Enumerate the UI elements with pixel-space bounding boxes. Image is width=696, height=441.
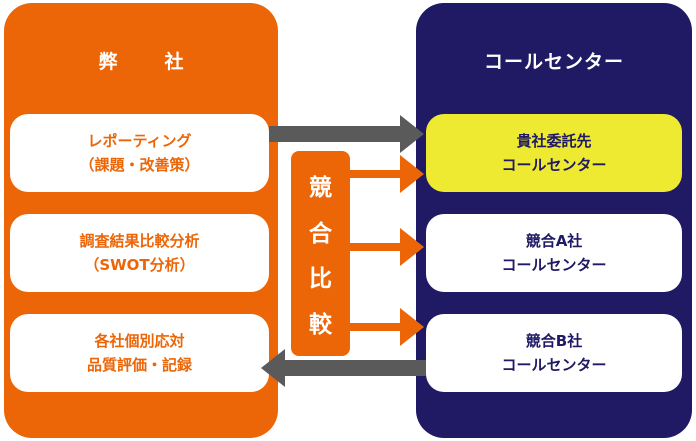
comparison-char-2: 合 bbox=[309, 220, 332, 247]
compare-to-competitor-a-arrow bbox=[350, 228, 424, 266]
analysis-label: 調査結果比較分析 bbox=[79, 232, 200, 250]
reporting-box: レポーティング （課題・改善策） bbox=[10, 114, 269, 192]
evaluation-label: 各社個別応対 bbox=[94, 332, 185, 350]
analysis-sublabel: （SWOT分析） bbox=[84, 256, 195, 274]
analysis-box: 調査結果比較分析 （SWOT分析） bbox=[10, 214, 269, 292]
compare-to-client-arrow bbox=[350, 155, 424, 193]
client-call-center-sublabel: コールセンター bbox=[501, 156, 607, 174]
call-center-title: コールセンター bbox=[483, 51, 624, 73]
reporting-sublabel: （課題・改善策） bbox=[79, 156, 200, 174]
competitor-b-to-evaluation-arrow bbox=[261, 349, 426, 387]
competitor-a-box: 競合A社 コールセンター bbox=[426, 214, 682, 292]
own-company-title: 弊 社 bbox=[98, 51, 198, 73]
evaluation-box: 各社個別応対 品質評価・記録 bbox=[10, 314, 269, 392]
evaluation-sublabel: 品質評価・記録 bbox=[86, 356, 192, 374]
reporting-to-client-arrow bbox=[269, 115, 424, 153]
reporting-label: レポーティング bbox=[87, 132, 192, 150]
competitor-b-label: 競合B社 bbox=[525, 332, 583, 350]
client-call-center-box: 貴社委託先 コールセンター bbox=[426, 114, 682, 192]
client-call-center-label: 貴社委託先 bbox=[516, 132, 592, 150]
comparison-char-3: 比 bbox=[309, 266, 332, 293]
compare-to-competitor-b-arrow bbox=[350, 308, 424, 346]
comparison-bar: 競 合 比 較 bbox=[291, 151, 350, 356]
competitor-b-box: 競合B社 コールセンター bbox=[426, 314, 682, 392]
competitor-a-label: 競合A社 bbox=[525, 232, 583, 250]
competitor-a-sublabel: コールセンター bbox=[501, 256, 607, 274]
comparison-char-1: 競 bbox=[309, 175, 332, 202]
comparison-char-4: 較 bbox=[309, 311, 332, 338]
competitor-b-sublabel: コールセンター bbox=[501, 356, 607, 374]
